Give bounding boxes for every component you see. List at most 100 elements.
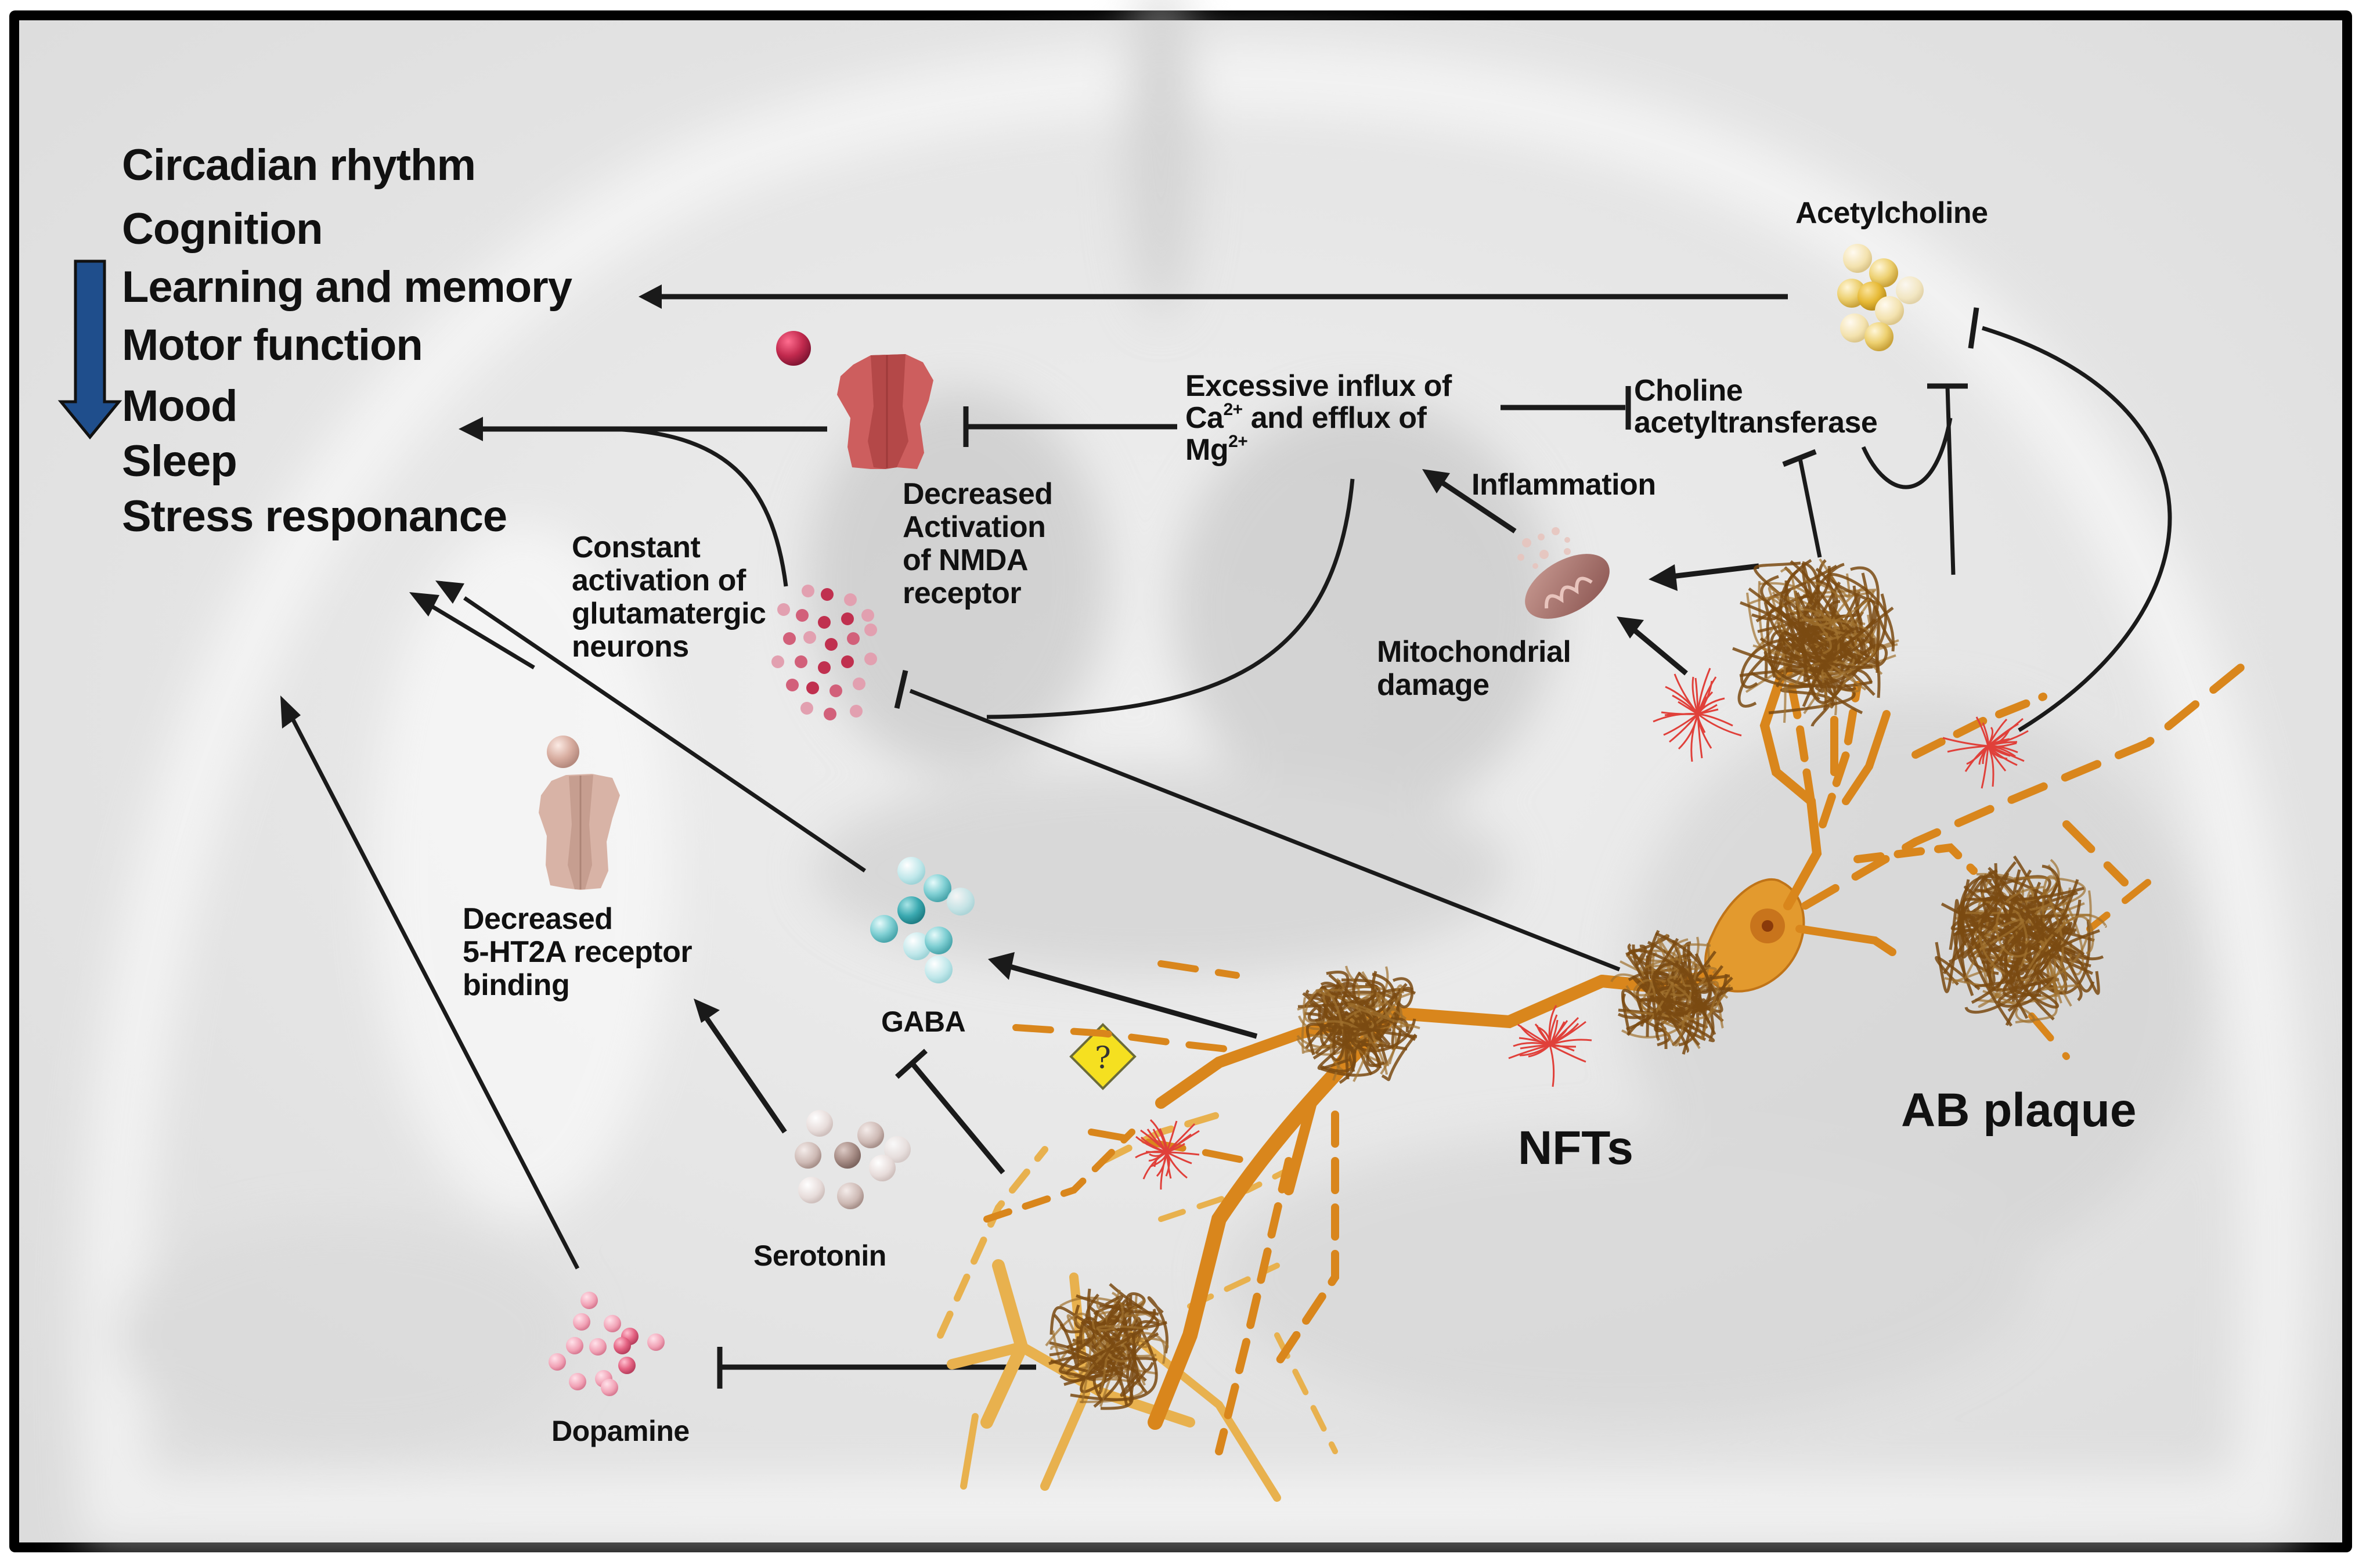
inhibit-tangle-to-ach bbox=[1945, 385, 1956, 575]
serotonin-molecule bbox=[795, 1142, 821, 1169]
tangle-upper-icon bbox=[1732, 558, 1899, 727]
serotonin-molecule bbox=[857, 1122, 884, 1148]
microglia-icon bbox=[1653, 668, 1742, 762]
function-sleep: Sleep bbox=[122, 437, 237, 486]
function-learning-memory: Learning and memory bbox=[122, 262, 572, 312]
arrowhead-icon bbox=[694, 999, 720, 1023]
microglia-layer bbox=[1135, 668, 2029, 1190]
glutamate-molecule bbox=[803, 631, 816, 644]
glutamate-molecule bbox=[802, 585, 814, 597]
function-motor: Motor function bbox=[122, 320, 423, 370]
inhibit-bar-icon bbox=[1782, 449, 1817, 467]
serotonin-molecule bbox=[806, 1110, 833, 1137]
inhibit-bar-icon bbox=[895, 1048, 928, 1079]
arrow-gaba-to-stress bbox=[463, 596, 866, 873]
inhibit-tangle-to-serotonin bbox=[909, 1061, 1005, 1174]
serotonin-label: Serotonin bbox=[753, 1239, 886, 1272]
glutamate-molecule bbox=[783, 632, 796, 645]
arrowhead-icon bbox=[988, 952, 1015, 980]
microglia-icon bbox=[1942, 716, 2029, 789]
arrowhead-icon bbox=[1649, 564, 1678, 591]
glutamate-molecule bbox=[795, 655, 807, 668]
arrow-ht2a-to-functions bbox=[431, 604, 535, 670]
arrowhead-icon bbox=[1617, 617, 1644, 639]
dopamine-cluster bbox=[549, 1292, 665, 1396]
arrowhead-icon bbox=[639, 284, 662, 309]
serotonin-cluster bbox=[795, 1110, 911, 1209]
choline-label-line1: Choline bbox=[1634, 374, 1743, 408]
pathway-connectors bbox=[280, 284, 2172, 1389]
function-stress-response: Stress responance bbox=[122, 492, 507, 541]
dopamine-molecule bbox=[647, 1333, 665, 1351]
dopamine-molecule bbox=[618, 1357, 636, 1374]
acetylcholine-molecule bbox=[1840, 313, 1869, 343]
glutamate-molecule bbox=[841, 655, 854, 668]
arrow-mito-to-excessive bbox=[1435, 477, 1517, 534]
inflammation-label: Inflammation bbox=[1471, 468, 1656, 502]
tangle-lower-icon bbox=[1045, 1283, 1169, 1410]
glutamate-molecule bbox=[853, 677, 865, 690]
serotonin-molecule bbox=[884, 1136, 911, 1163]
glutamate-molecule bbox=[786, 679, 799, 691]
glutamate-molecule bbox=[850, 705, 863, 718]
ht2a-label: Decreased 5-HT2A receptor binding bbox=[463, 902, 693, 1002]
dopamine-label: Dopamine bbox=[551, 1415, 690, 1447]
dopamine-molecule bbox=[614, 1337, 631, 1354]
arrow-serotonin-to-ht2a bbox=[705, 1017, 787, 1134]
svg-text:activation of: activation of bbox=[572, 564, 746, 597]
tangles-layer bbox=[1045, 558, 2107, 1410]
glutamate-molecule bbox=[824, 708, 836, 720]
inhibit-nft-to-glut bbox=[909, 689, 1621, 972]
glutamate-molecule bbox=[841, 612, 854, 625]
dopamine-molecule bbox=[601, 1379, 618, 1396]
glutamate-molecule bbox=[847, 632, 860, 645]
mito-label-line1: Mitochondrial bbox=[1377, 635, 1571, 669]
arrow-tangle-to-mito bbox=[1671, 563, 1759, 579]
acetylcholine-molecule bbox=[1875, 296, 1904, 325]
ab-plaque-icon bbox=[1935, 855, 2107, 1027]
dopamine-molecule bbox=[549, 1353, 566, 1371]
gaba-molecule bbox=[903, 932, 931, 960]
inhibit-bar-icon bbox=[1968, 307, 1979, 349]
dopamine-molecule bbox=[573, 1313, 590, 1331]
glutamate-molecule bbox=[864, 653, 877, 665]
arrowhead-icon bbox=[1422, 469, 1450, 493]
glutamate-molecule bbox=[818, 661, 831, 674]
arrowhead-icon bbox=[280, 695, 301, 729]
svg-text:Decreased: Decreased bbox=[463, 902, 613, 936]
svg-text:Constant: Constant bbox=[572, 531, 701, 564]
nft-tangle-icon bbox=[1610, 929, 1733, 1055]
acetylcholine-molecule bbox=[1869, 258, 1898, 287]
glutamate-molecule bbox=[825, 638, 838, 651]
acetylcholine-molecule bbox=[1864, 322, 1893, 351]
neuron-network bbox=[937, 664, 2245, 1502]
glutamate-ligand-icon bbox=[776, 331, 811, 366]
inhibit-bar-icon bbox=[894, 669, 908, 709]
glutamate-dots-cluster bbox=[771, 585, 877, 720]
gaba-molecule bbox=[870, 915, 898, 943]
glutamate-molecule bbox=[829, 684, 842, 697]
serotonin-molecule bbox=[837, 1183, 864, 1209]
glutamate-molecule bbox=[806, 682, 819, 694]
gaba-cluster bbox=[870, 857, 975, 983]
functions-list: Circadian rhythm Cognition Learning and … bbox=[122, 140, 573, 541]
ht2a-receptor-icon bbox=[539, 736, 620, 890]
glutamate-molecule bbox=[796, 609, 809, 622]
mito-label-line2: damage bbox=[1377, 668, 1489, 702]
nfts-label: NFTs bbox=[1518, 1122, 1633, 1174]
choline-label-line2: acetyltransferase bbox=[1634, 406, 1877, 439]
dopamine-molecule bbox=[566, 1337, 583, 1354]
excessive-influx-label: Excessive influx of Ca2+and efflux of Mg… bbox=[1185, 369, 1452, 467]
svg-text:Decreased: Decreased bbox=[903, 477, 1053, 511]
glutamate-molecule bbox=[771, 655, 784, 668]
serotonin-molecule bbox=[798, 1177, 825, 1203]
svg-text:Excessive influx of: Excessive influx of bbox=[1185, 369, 1452, 403]
arrow-tangle-to-gaba bbox=[1009, 964, 1258, 1039]
svg-text:neurons: neurons bbox=[572, 630, 689, 664]
function-circadian-rhythm: Circadian rhythm bbox=[122, 140, 475, 190]
arrowhead-icon bbox=[409, 592, 439, 617]
unknown-mechanism-icon: ? bbox=[1069, 1023, 1137, 1090]
nmda-receptor-icon bbox=[776, 331, 933, 469]
gaba-label: GABA bbox=[881, 1005, 965, 1038]
